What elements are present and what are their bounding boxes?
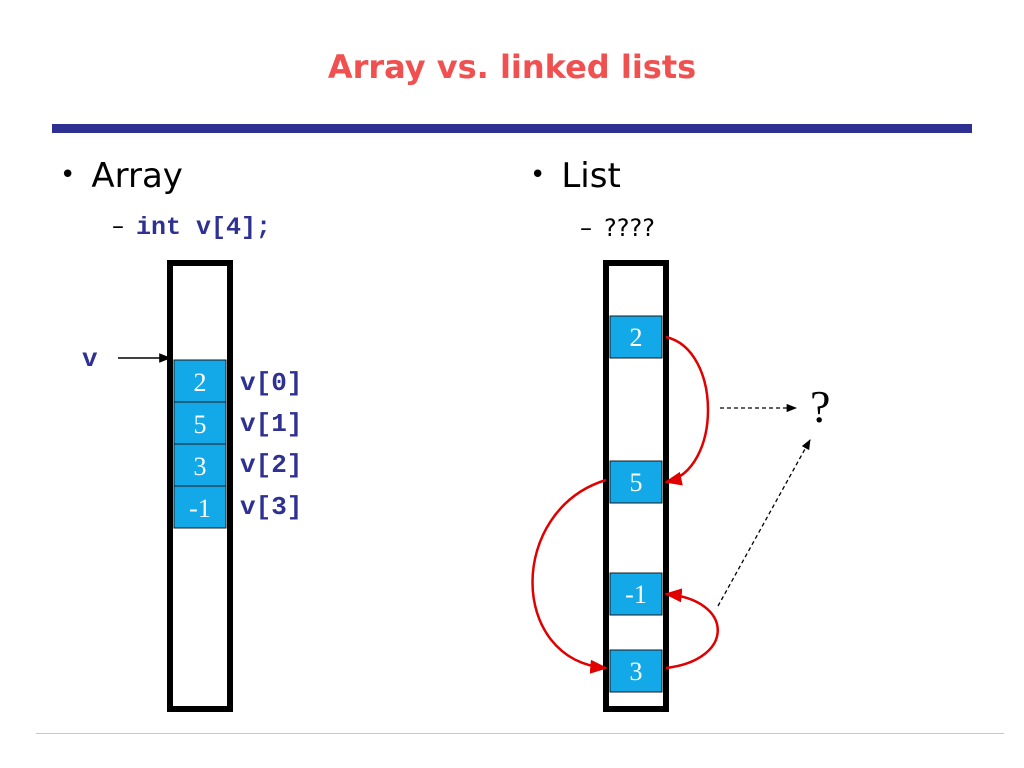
list-node-value: 2 bbox=[630, 323, 643, 352]
list-declaration: ???? bbox=[604, 214, 655, 242]
list-node-value: 5 bbox=[630, 468, 643, 497]
link-arrow bbox=[664, 588, 719, 670]
sub-list: –???? bbox=[580, 214, 655, 243]
index-label: v[2] bbox=[240, 450, 302, 480]
link-arrow bbox=[531, 478, 608, 674]
bullet-array: • Array bbox=[60, 156, 183, 196]
array-cell bbox=[173, 359, 227, 403]
array-cell bbox=[173, 401, 227, 445]
array-index-labels: v[0] v[1] v[2] v[3] bbox=[240, 368, 302, 522]
sub-dash: – bbox=[580, 214, 592, 242]
link-arrow bbox=[664, 335, 710, 486]
bullet-list-label: List bbox=[561, 156, 621, 196]
sub-dash: – bbox=[112, 212, 124, 240]
title-divider bbox=[52, 124, 972, 133]
index-label: v[1] bbox=[240, 409, 302, 439]
array-cell-value: -1 bbox=[189, 494, 211, 523]
index-label: v[3] bbox=[240, 492, 302, 522]
array-cell bbox=[173, 485, 227, 529]
footer-divider bbox=[36, 733, 1004, 734]
array-cell-value: 5 bbox=[194, 410, 207, 439]
array-declaration: int v[4]; bbox=[136, 213, 272, 242]
unknown-label: ? bbox=[810, 381, 830, 432]
list-node bbox=[609, 315, 663, 359]
dashed-arrow bbox=[717, 439, 811, 607]
list-nodes: 2 5 -1 3 bbox=[609, 315, 663, 693]
list-node-value: -1 bbox=[625, 580, 647, 609]
bullet-dot: • bbox=[530, 160, 546, 190]
list-node bbox=[609, 460, 663, 504]
pointer-label: v bbox=[82, 344, 98, 374]
list-node-value: 3 bbox=[630, 657, 643, 686]
array-memory-block bbox=[167, 260, 233, 712]
array-cell-value: 2 bbox=[194, 368, 207, 397]
slide-title: Array vs. linked lists bbox=[327, 48, 697, 86]
bullet-list: • List bbox=[530, 156, 621, 196]
list-memory-block bbox=[603, 260, 669, 712]
bullet-array-label: Array bbox=[91, 156, 183, 196]
index-label: v[0] bbox=[240, 368, 302, 398]
sub-array: –int v[4]; bbox=[112, 212, 271, 242]
array-cell-value: 3 bbox=[194, 452, 207, 481]
list-node bbox=[609, 572, 663, 616]
bullet-dot: • bbox=[60, 160, 76, 190]
array-cells: 2 5 3 -1 bbox=[173, 359, 227, 529]
list-node bbox=[609, 649, 663, 693]
array-cell bbox=[173, 443, 227, 487]
